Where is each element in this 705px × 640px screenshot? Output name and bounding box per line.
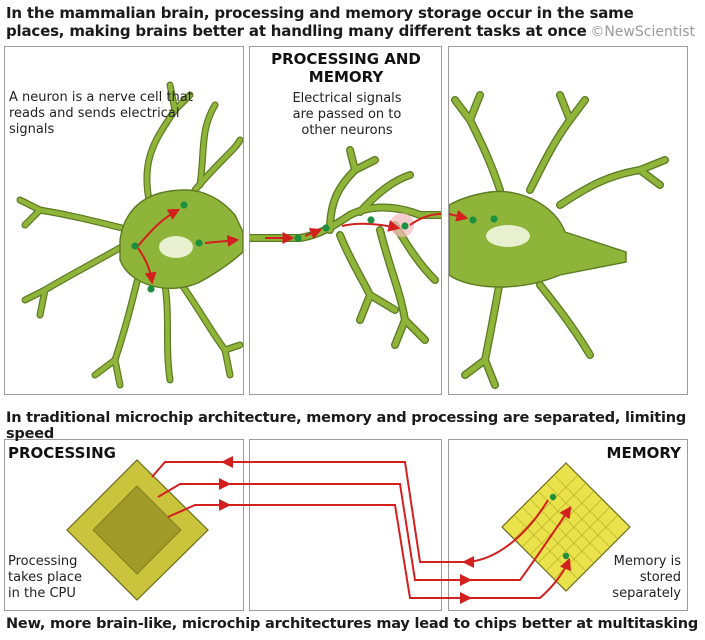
- neuron-right: [449, 91, 669, 389]
- signal-arrows: [137, 208, 469, 285]
- credit-logo: ©NewScientist: [590, 24, 695, 40]
- cpu-chip-icon: [66, 459, 209, 601]
- memory-heading: MEMORY: [606, 444, 681, 462]
- footer-caption: New, more brain-like, microchip architec…: [6, 616, 699, 632]
- signals-caption: Electrical signals are passed on to othe…: [292, 91, 402, 138]
- bus-arrows: [151, 461, 572, 599]
- processing-caption: Processing takes place in the CPU: [8, 554, 83, 601]
- neuron-center: [250, 146, 441, 349]
- nucleus-left: [159, 236, 193, 258]
- panel-bus: [249, 439, 442, 611]
- headline: In the mammalian brain, processing and m…: [6, 4, 634, 40]
- neuron-caption: A neuron is a nerve cell that reads and …: [9, 90, 193, 137]
- memory-caption: Memory is stored separately: [612, 554, 681, 601]
- nucleus-right: [486, 225, 530, 247]
- processing-and-memory-heading: PROCESSING AND MEMORY: [271, 50, 421, 86]
- microchip-title: In traditional microchip architecture, m…: [6, 410, 687, 442]
- signal-nodes: [131, 201, 498, 293]
- neuron-left: [16, 81, 243, 389]
- processing-heading: PROCESSING: [8, 444, 116, 462]
